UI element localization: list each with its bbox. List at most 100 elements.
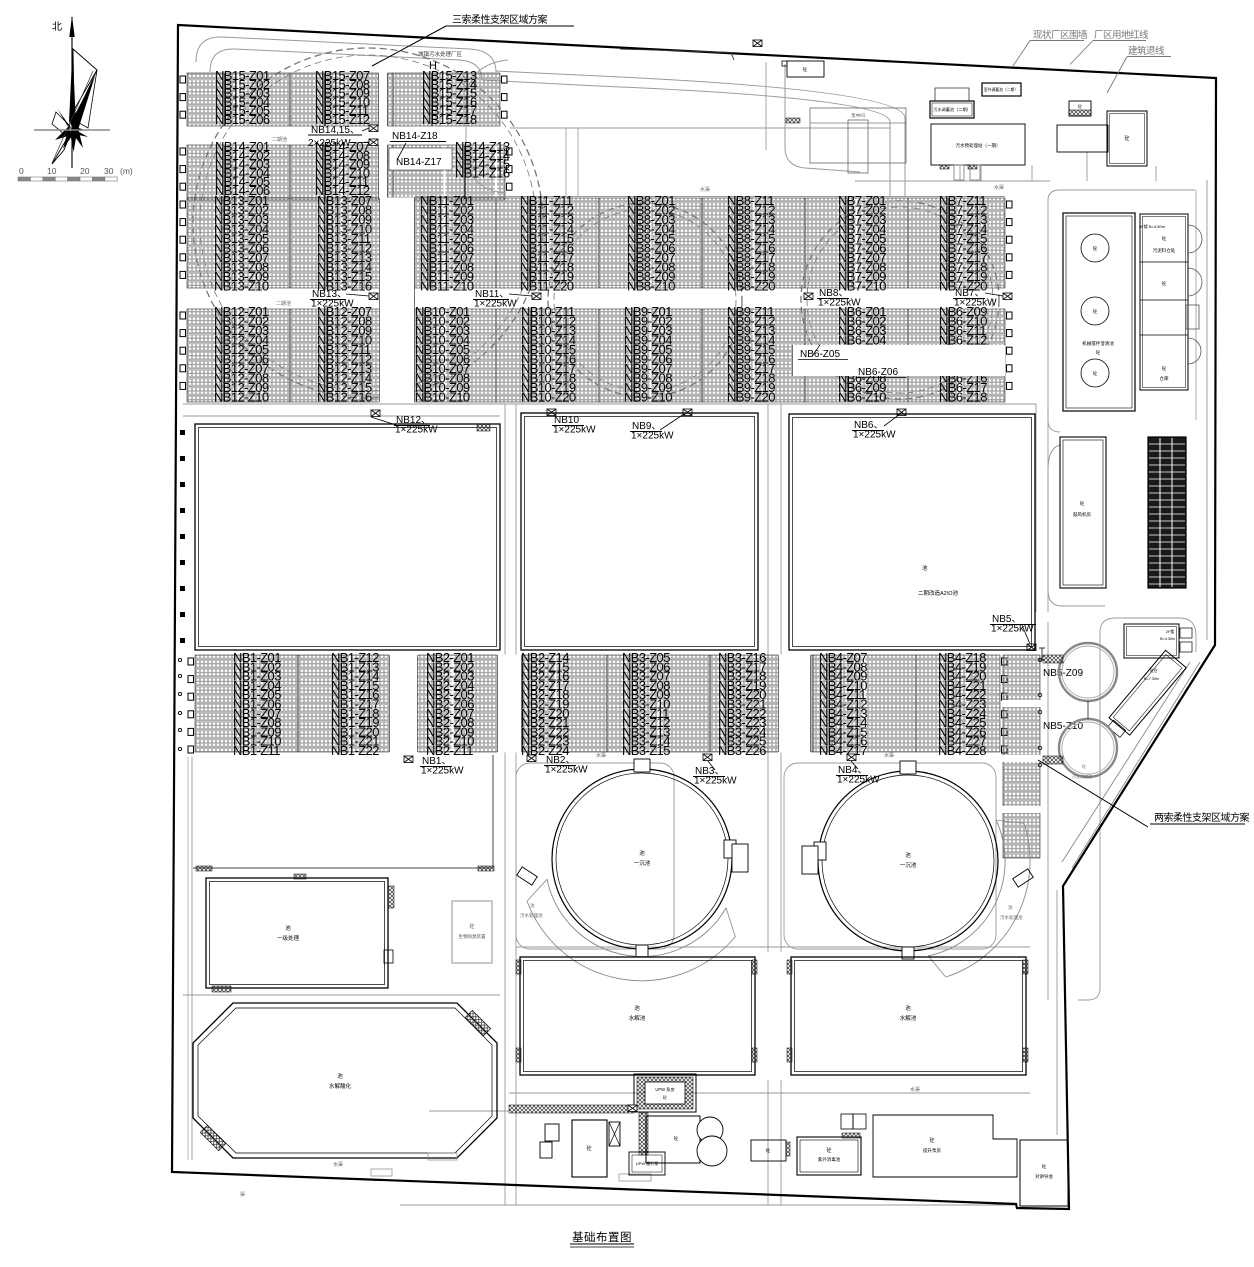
svg-text:NB15-Z07: NB15-Z07 <box>315 68 370 83</box>
svg-text:NB1-Z02: NB1-Z02 <box>233 659 281 674</box>
svg-text:NB9-Z18: NB9-Z18 <box>727 371 775 386</box>
svg-text:池: 池 <box>634 1004 640 1012</box>
svg-text:水渠: 水渠 <box>994 184 1004 191</box>
svg-text:砼: 砼 <box>469 923 474 930</box>
svg-text:NB10-Z20: NB10-Z20 <box>521 390 576 405</box>
svg-text:NB3-Z14: NB3-Z14 <box>622 734 670 749</box>
svg-text:NB13-Z10: NB13-Z10 <box>214 279 269 294</box>
svg-text:NB8-Z18: NB8-Z18 <box>727 260 775 275</box>
svg-text:NB15-Z13: NB15-Z13 <box>422 68 477 83</box>
svg-text:NB4-Z23: NB4-Z23 <box>938 697 986 712</box>
svg-text:NB11、: NB11、 <box>475 289 509 300</box>
svg-text:NB4、: NB4、 <box>838 765 867 776</box>
svg-text:NB6-Z09: NB6-Z09 <box>939 304 987 319</box>
svg-text:NB8-Z09: NB8-Z09 <box>627 269 675 284</box>
svg-text:NB4-Z14: NB4-Z14 <box>819 715 867 730</box>
svg-text:砼: 砼 <box>663 1094 668 1100</box>
svg-text:NB14,15、: NB14,15、 <box>311 125 360 136</box>
svg-text:NB7-Z06: NB7-Z06 <box>838 241 886 256</box>
svg-text:砼: 砼 <box>1162 365 1167 371</box>
svg-text:污泥浓缩池: 污泥浓缩池 <box>1072 773 1092 779</box>
svg-text:NB11-Z12: NB11-Z12 <box>520 203 574 218</box>
svg-text:NB7-Z18: NB7-Z18 <box>939 260 987 275</box>
svg-text:NB13-Z06: NB13-Z06 <box>214 241 269 256</box>
svg-text:NB1-Z03: NB1-Z03 <box>233 669 281 684</box>
svg-text:NB3-Z07: NB3-Z07 <box>622 669 670 684</box>
svg-text:NB13-Z04: NB13-Z04 <box>214 222 269 237</box>
svg-text:NB1-Z04: NB1-Z04 <box>233 678 281 693</box>
svg-text:NB8-Z20: NB8-Z20 <box>727 279 775 294</box>
svg-text:城镇污水处理厂区: 城镇污水处理厂区 <box>418 50 463 58</box>
svg-text:NB6-Z10: NB6-Z10 <box>939 314 987 329</box>
svg-text:NB12-Z05: NB12-Z05 <box>214 342 269 357</box>
svg-text:NB4-Z09: NB4-Z09 <box>819 669 867 684</box>
svg-text:NB11-Z13: NB11-Z13 <box>520 212 574 227</box>
svg-text:NB14-Z16: NB14-Z16 <box>455 165 510 180</box>
svg-text:NB15-Z08: NB15-Z08 <box>315 77 370 92</box>
svg-text:0: 0 <box>19 166 24 176</box>
svg-text:NB15-Z16: NB15-Z16 <box>422 94 477 109</box>
svg-text:NB9-Z01: NB9-Z01 <box>624 304 672 319</box>
svg-text:NB7-Z12: NB7-Z12 <box>939 203 987 218</box>
svg-text:砼: 砼 <box>766 1147 771 1153</box>
svg-text:NB13-Z12: NB13-Z12 <box>317 241 372 256</box>
svg-text:NB15-Z11: NB15-Z11 <box>315 103 369 118</box>
svg-text:砼仓: 砼仓 <box>1150 668 1158 673</box>
svg-text:提升泵房: 提升泵房 <box>923 1147 941 1154</box>
svg-text:池: 池 <box>337 1072 343 1080</box>
svg-text:水渠: 水渠 <box>700 186 710 193</box>
svg-text:NB12-Z04: NB12-Z04 <box>214 333 269 348</box>
svg-text:NB14-Z12: NB14-Z12 <box>315 183 370 198</box>
svg-text:水渠: 水渠 <box>884 752 894 759</box>
svg-text:NB1、: NB1、 <box>422 756 451 767</box>
svg-text:NB10-Z03: NB10-Z03 <box>415 323 470 338</box>
svg-text:二期池: 二期池 <box>276 300 291 307</box>
svg-text:NB1-Z09: NB1-Z09 <box>233 724 281 739</box>
svg-text:紫外消毒池: 紫外消毒池 <box>818 1156 841 1163</box>
svg-text:砼: 砼 <box>1078 103 1082 109</box>
svg-text:1×225kW: 1×225kW <box>818 298 861 309</box>
svg-text:NB15-Z14: NB15-Z14 <box>422 77 477 92</box>
svg-text:NB3-Z15: NB3-Z15 <box>622 743 670 758</box>
svg-text:NB7-Z19: NB7-Z19 <box>939 269 987 284</box>
svg-text:机械搅拌澄清池: 机械搅拌澄清池 <box>1082 340 1114 347</box>
svg-text:室外调蓄池（二期）: 室外调蓄池（二期） <box>984 87 1018 92</box>
svg-text:NB10-Z12: NB10-Z12 <box>521 314 576 329</box>
svg-text:池: 池 <box>1008 904 1013 910</box>
svg-text:NB3-Z05: NB3-Z05 <box>622 650 670 665</box>
svg-text:NB14-Z08: NB14-Z08 <box>315 148 370 163</box>
svg-text:NB11-Z19: NB11-Z19 <box>520 269 574 284</box>
svg-text:NB8-Z17: NB8-Z17 <box>727 250 775 265</box>
svg-text:NB9-Z04: NB9-Z04 <box>624 333 672 348</box>
svg-text:NB4-Z10: NB4-Z10 <box>819 678 867 693</box>
svg-text:NB9-Z16: NB9-Z16 <box>727 352 775 367</box>
svg-text:NB13-Z11: NB13-Z11 <box>317 231 371 246</box>
svg-text:NB13-Z08: NB13-Z08 <box>214 260 269 275</box>
svg-text:NB7-Z20: NB7-Z20 <box>939 279 987 294</box>
svg-text:NB13-Z09: NB13-Z09 <box>214 269 269 284</box>
svg-text:NB1-Z20: NB1-Z20 <box>331 724 379 739</box>
svg-text:NB3-Z20: NB3-Z20 <box>718 687 766 702</box>
svg-text:NB12-Z03: NB12-Z03 <box>214 323 269 338</box>
svg-text:NB11-Z05: NB11-Z05 <box>420 231 474 246</box>
svg-text:NB10-Z09: NB10-Z09 <box>415 380 470 395</box>
svg-text:NB10-Z14: NB10-Z14 <box>521 333 576 348</box>
svg-text:NB11-Z01: NB11-Z01 <box>420 193 474 208</box>
svg-text:NB9-Z20: NB9-Z20 <box>727 390 775 405</box>
svg-text:NB7-Z02: NB7-Z02 <box>838 203 886 218</box>
svg-text:NB2-Z04: NB2-Z04 <box>426 678 474 693</box>
svg-text:NB7-Z01: NB7-Z01 <box>838 193 886 208</box>
svg-text:NB4-Z17: NB4-Z17 <box>819 743 867 758</box>
svg-text:NB12-Z16: NB12-Z16 <box>317 390 372 405</box>
svg-text:NB2-Z11: NB2-Z11 <box>426 743 473 758</box>
svg-text:NB13-Z02: NB13-Z02 <box>214 203 269 218</box>
svg-text:NB14-Z18: NB14-Z18 <box>392 131 438 142</box>
svg-text:NB2-Z06: NB2-Z06 <box>426 697 474 712</box>
svg-text:NB3-Z22: NB3-Z22 <box>718 706 766 721</box>
svg-text:NB10-Z11: NB10-Z11 <box>521 304 575 319</box>
svg-text:NB6-Z10: NB6-Z10 <box>838 390 886 405</box>
svg-text:NB8-Z08: NB8-Z08 <box>627 260 675 275</box>
svg-text:NB8-Z16: NB8-Z16 <box>727 241 775 256</box>
svg-text:NB13-Z14: NB13-Z14 <box>317 260 372 275</box>
svg-text:NB15-Z02: NB15-Z02 <box>215 77 270 92</box>
